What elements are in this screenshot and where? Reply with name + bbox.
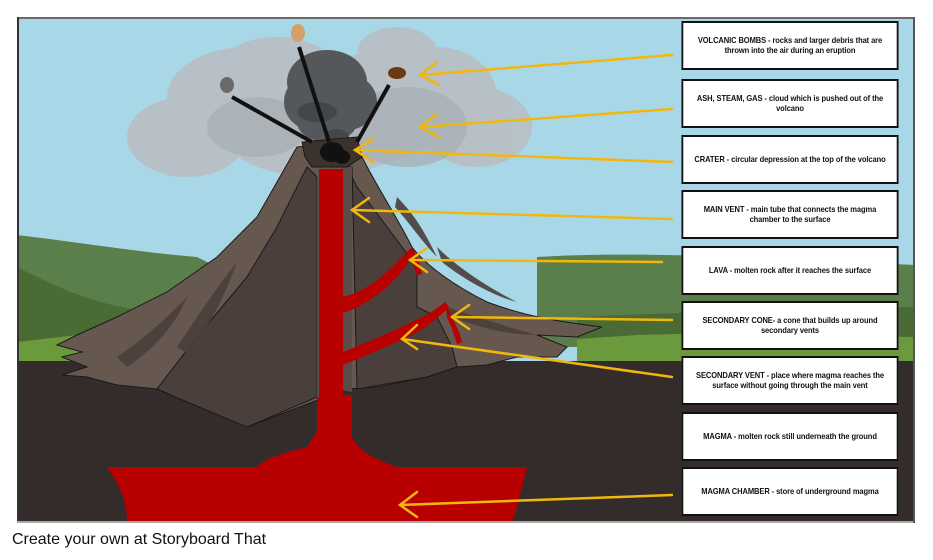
footer-credit[interactable]: Create your own at Storyboard That [12,531,267,548]
main-vent [319,169,343,469]
label-text: LAVA - molten rock after it reaches the … [708,265,872,275]
frame-border-right [913,17,915,523]
label-text: SECONDARY CONE- a cone that builds up ar… [702,315,878,335]
label-lava: LAVA - molten rock after it reaches the … [681,246,899,295]
label-text: SECONDARY VENT - place where magma reach… [696,370,884,390]
arrow-volcanic-bombs [417,53,674,87]
bomb-tan [291,24,305,42]
arrow-secondary-vent [399,323,674,379]
arrow-crater [352,137,674,164]
label-ash-steam-gas: ASH, STEAM, GAS - cloud which is pushed … [681,79,899,128]
label-text: MAGMA CHAMBER - store of underground mag… [701,486,879,496]
arrow-lava [407,246,664,274]
label-secondary-cone: SECONDARY CONE- a cone that builds up ar… [681,301,899,350]
bomb-brown [388,67,406,79]
label-main-vent: MAIN VENT - main tube that connects the … [681,190,899,239]
label-text: MAIN VENT - main tube that connects the … [703,204,877,224]
label-text: VOLCANIC BOMBS - rocks and larger debris… [697,35,883,55]
label-text: MAGMA - molten rock still underneath the… [703,431,877,441]
volcanic-bombs [220,24,406,144]
arrow-magma-chamber [397,490,674,519]
secondary-vent-upper [343,247,415,313]
label-text: CRATER - circular depression at the top … [694,154,886,164]
label-text: ASH, STEAM, GAS - cloud which is pushed … [696,93,884,113]
cutaway-inner-right [342,167,352,392]
label-arrows [349,53,674,519]
arrow-secondary-cone [449,303,674,331]
label-secondary-vent: SECONDARY VENT - place where magma reach… [681,356,899,405]
magma-chamber [107,467,527,523]
frame-border-bottom [17,521,915,523]
label-magma: MAGMA - molten rock still underneath the… [681,412,899,461]
bomb-gray [220,77,234,93]
label-volcanic-bombs: VOLCANIC BOMBS - rocks and larger debris… [681,21,899,70]
arrow-main-vent [349,196,674,224]
frame-border-top [17,17,915,19]
label-magma-chamber: MAGMA CHAMBER - store of underground mag… [681,467,899,516]
lava-lower [445,302,462,344]
label-crater: CRATER - circular depression at the top … [681,135,899,184]
arrow-ash [417,107,674,139]
secondary-vent-lower [343,302,449,365]
frame-border-left [17,17,19,523]
